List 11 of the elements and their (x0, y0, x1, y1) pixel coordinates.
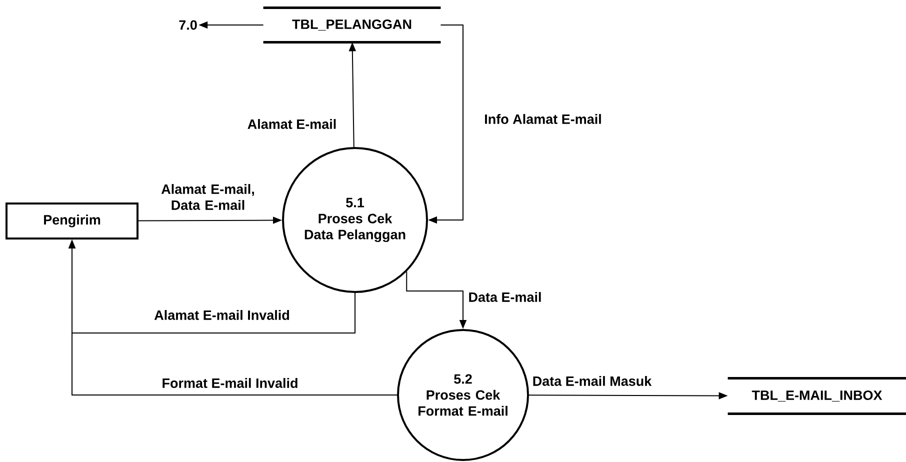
edge-label: Alamat E-mail, Data E-mail (152, 183, 264, 211)
edge-label: Format E-mail Invalid (160, 377, 300, 389)
edge-label: Data E-mail (467, 291, 543, 303)
edge-label: Alamat E-mail (246, 118, 338, 130)
data-store: TBL_PELANGGAN (263, 6, 441, 44)
data-store: TBL_E-MAIL_INBOX (728, 377, 906, 415)
edge-label: Data E-mail Masuk (531, 375, 653, 387)
edge-label: Alamat E-mail Invalid (153, 309, 291, 321)
edge-label: Info Alamat E-mail (483, 113, 603, 125)
process-reference: 7.0 (179, 20, 197, 30)
external-entity-box: Pengirim (6, 202, 138, 240)
